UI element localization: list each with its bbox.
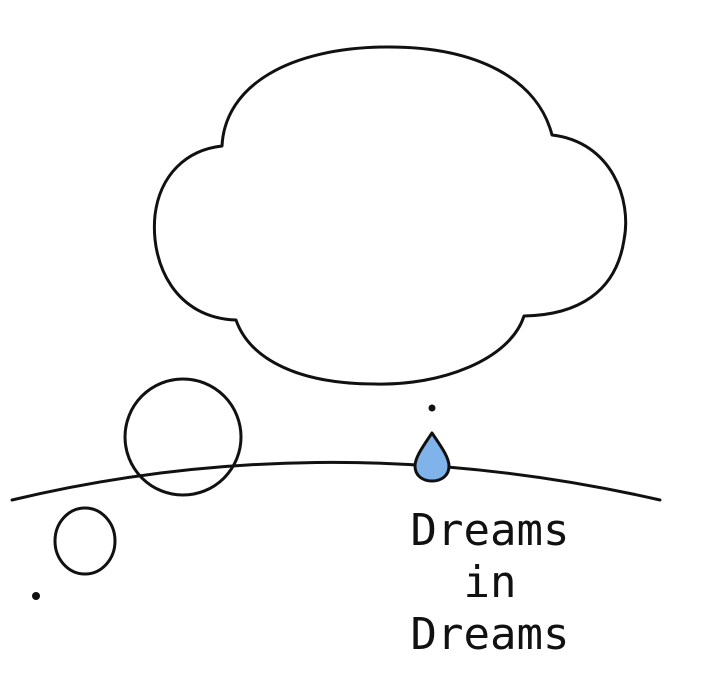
tiny-dot-left xyxy=(32,592,40,600)
large-thought-bubble xyxy=(123,377,243,497)
caption-line-3: Dreams xyxy=(410,609,570,660)
tiny-dot-drop xyxy=(428,404,436,412)
thought-cloud-icon xyxy=(152,45,628,386)
caption-line-2: in xyxy=(463,557,517,608)
horizon-curve xyxy=(10,460,662,502)
small-thought-bubble xyxy=(53,506,117,576)
caption: Dreams in Dreams xyxy=(380,505,600,661)
water-drop-icon xyxy=(413,431,451,483)
caption-line-1: Dreams xyxy=(410,505,570,556)
